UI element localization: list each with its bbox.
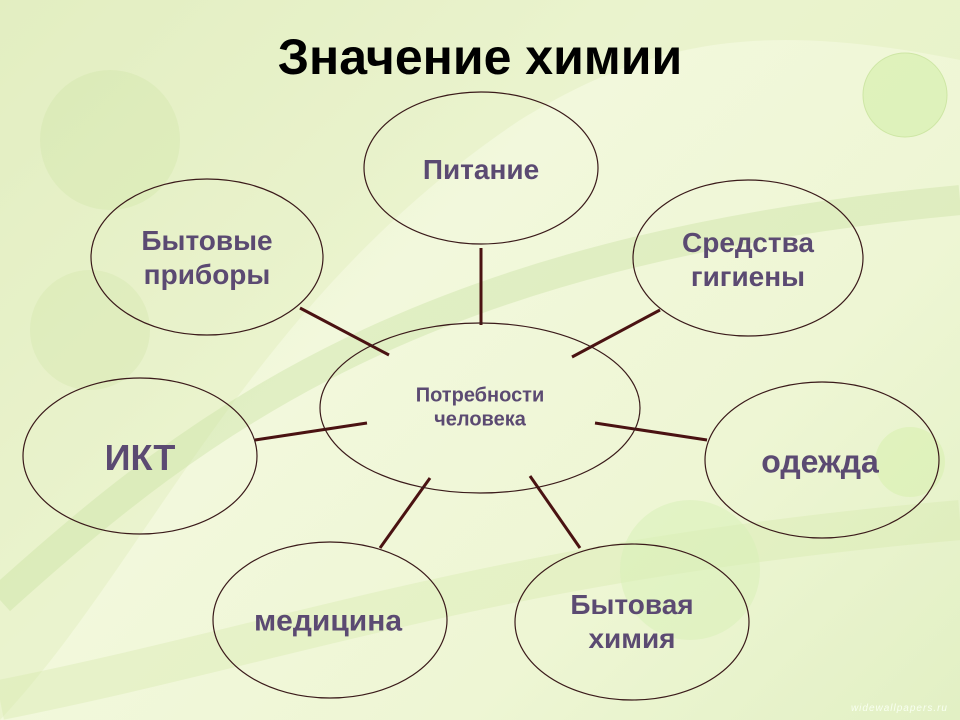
appliances-ellipse xyxy=(90,178,324,336)
page-title: Значение химии xyxy=(277,29,683,85)
node-household-chemicals: Бытовая химия xyxy=(570,588,694,654)
nutrition-ellipse xyxy=(363,91,599,245)
connector-ict xyxy=(254,421,368,442)
household-chemicals-ellipse xyxy=(514,543,750,701)
center-ellipse xyxy=(319,322,641,494)
hygiene-ellipse xyxy=(632,179,864,337)
clothing-ellipse xyxy=(704,381,940,539)
medicine-ellipse xyxy=(212,541,448,699)
node-ict: ИКТ xyxy=(104,437,176,479)
ict-ellipse xyxy=(22,377,258,535)
connector-clothing xyxy=(594,421,708,442)
center-label: Потребности человека xyxy=(415,384,545,431)
node-clothing: одежда xyxy=(761,443,879,480)
connectors xyxy=(254,248,708,549)
node-nutrition: Питание xyxy=(422,153,540,185)
connector-household-chemicals xyxy=(528,475,582,549)
watermark: widewallpapers.ru xyxy=(850,703,948,714)
node-appliances: Бытовые приборы xyxy=(141,224,273,290)
connector-medicine xyxy=(378,477,432,549)
node-hygiene: Средства гигиены xyxy=(681,226,815,292)
connector-appliances xyxy=(299,306,390,357)
connector-hygiene xyxy=(571,308,661,359)
node-ellipses xyxy=(22,91,940,701)
node-medicine: медицина xyxy=(253,604,403,638)
